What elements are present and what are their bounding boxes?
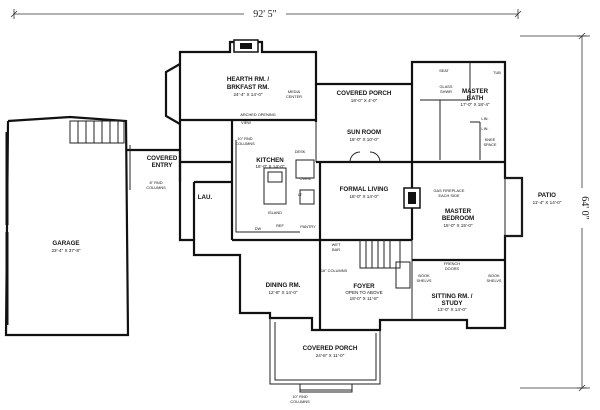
garage-stairs: [69, 120, 125, 144]
master-bedroom-label: MASTER: [445, 208, 472, 215]
island-note: ISLAND: [268, 210, 282, 215]
rear-porch-size: 18'-0" X 4'-0": [351, 98, 378, 103]
depth-label: 64' 0": [579, 196, 590, 219]
book-shelves-left-note2: SHELVS: [416, 278, 431, 283]
sun-room-label: SUN ROOM: [347, 129, 381, 136]
columns-10in-note2: COLUMNS: [235, 141, 255, 146]
master-bath-size: 17'-0" X 18'-4": [460, 102, 489, 107]
front-porch-label: COVERED PORCH: [303, 345, 358, 352]
patio-outline: [504, 177, 523, 237]
hearth-room-size: 24'-4" X 14'-0": [233, 92, 262, 97]
formal-living-size: 18'-0" X 14'-0": [349, 194, 378, 199]
knee-space-note: KNEE: [485, 137, 496, 142]
laundry-label: LAU.: [198, 194, 213, 201]
linen-note-2: LIN.: [481, 116, 488, 121]
view-note: VIEW: [241, 120, 251, 125]
columns-10in-note: 10" RND: [237, 136, 252, 141]
columns-8in-note2: COLUMNS: [146, 185, 166, 190]
foyer-stairs: [359, 239, 411, 289]
patio-label: PATIO: [538, 192, 556, 199]
glass-shower-note: GLASS: [440, 84, 453, 89]
foyer-label: FOYER: [353, 283, 375, 290]
oven-note: OVEN: [299, 176, 310, 181]
room-labels: HEARTH RM. / BRKFAST RM. 24'-4" X 14'-0"…: [51, 76, 561, 358]
wet-bar-note2: BAR: [332, 247, 340, 252]
garage-size: 23'-4" X 37'-8": [51, 248, 80, 253]
covered-entry-label: COVERED: [147, 155, 178, 162]
gas-fireplace-note: GAS FIREPLACE: [434, 188, 465, 193]
patio-size: 11'-4" X 14'-0": [533, 200, 562, 205]
french-doors-note: FRENCH: [444, 261, 460, 266]
hearth-fireplace: [233, 39, 259, 53]
media-center-note: MEDIA: [288, 89, 301, 94]
kitchen-size: 16'-0" X 14'-0": [255, 164, 284, 169]
hearth-room-label2: BRKFAST RM.: [227, 84, 270, 91]
hearth-room-label: HEARTH RM. /: [227, 76, 270, 83]
width-dimension: 92' 5": [10, 6, 522, 20]
dining-size: 12'-8" X 14'-0": [268, 290, 297, 295]
foyer-size: 18'-0" X 11'-8": [350, 296, 379, 301]
columns-16in-note: 16" COLUMNS: [321, 268, 348, 273]
sitting-room-label: SITTING RM. /: [432, 293, 473, 300]
formal-living-label: FORMAL LIVING: [340, 186, 389, 193]
depth-dimension: 64' 0": [576, 32, 590, 392]
front-porch: [269, 318, 381, 393]
media-center-note2: CENTER: [286, 94, 302, 99]
gas-fireplace-note2: EACH SIDE: [439, 193, 460, 198]
front-columns-note2: COLUMNS: [290, 399, 310, 404]
columns-8in-note: 8" RND: [149, 180, 162, 185]
desk-note: DESK: [295, 149, 306, 154]
sitting-room-size: 13'-0" X 14'-0": [437, 307, 466, 312]
garage-label: GARAGE: [52, 240, 79, 247]
book-shelves-right-note: BOOK: [488, 273, 500, 278]
sun-room-doors: [349, 151, 381, 163]
seat-note: SEAT: [439, 68, 449, 73]
kitchen-fixtures: [235, 140, 315, 233]
master-bath-label2: BATH: [467, 95, 484, 102]
dining-label: DINING RM.: [266, 282, 301, 289]
french-doors-note2: DOORS: [445, 266, 460, 271]
annotations: MEDIA CENTER ARCHED OPENING VIEW 10" RND…: [146, 68, 502, 404]
foyer-sub: OPEN TO ABOVE: [345, 290, 382, 295]
interior-walls: [180, 62, 505, 330]
rear-porch-label: COVERED PORCH: [337, 90, 392, 97]
pantry-note: PANTRY: [300, 224, 316, 229]
linen-note-1: LIN.: [481, 126, 488, 131]
kitchen-label: KITCHEN: [256, 157, 284, 164]
sun-room-size: 18'-0" X 10'-0": [349, 137, 378, 142]
book-shelves-right-note2: SHELVS: [486, 278, 501, 283]
arched-opening-note: ARCHED OPENING: [240, 112, 275, 117]
wet-bar-note: WET: [332, 242, 341, 247]
front-porch-size: 24'-8" X 11'-0": [316, 353, 345, 358]
knee-space-note2: SPACE: [484, 142, 497, 147]
tub-note: TUB: [493, 70, 501, 75]
width-label: 92' 5": [253, 9, 276, 20]
ref-note: REF: [276, 223, 284, 228]
front-columns-note: 10" RND: [292, 394, 307, 399]
master-bath-label: MASTER: [462, 88, 489, 95]
dw-note: DW: [255, 226, 262, 231]
lt-note: LT: [298, 192, 303, 197]
master-bedroom-size: 15'-0" X 15'-0": [443, 223, 472, 228]
master-bedroom-label2: BEDROOM: [442, 215, 474, 222]
sitting-room-label2: STUDY: [442, 300, 464, 307]
book-shelves-left-note: BOOK: [418, 273, 430, 278]
covered-entry-label2: ENTRY: [152, 162, 174, 169]
glass-shower-note2: SHWR: [440, 89, 452, 94]
